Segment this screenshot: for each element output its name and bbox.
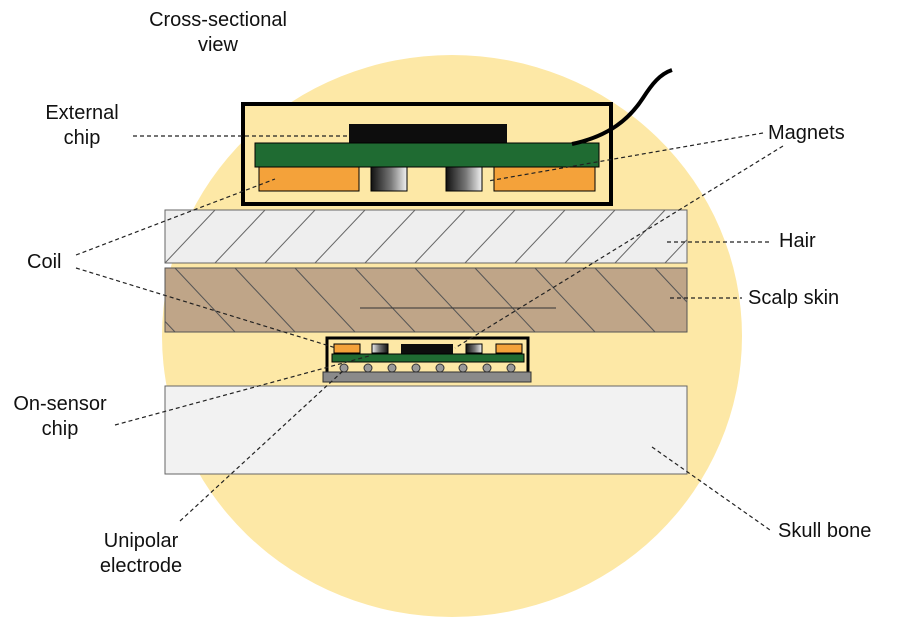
skull-bone-layer <box>164 385 688 475</box>
external-magnet-left <box>370 166 408 192</box>
label-magnets: Magnets <box>768 122 845 144</box>
label-external-chip: External chip <box>30 101 134 151</box>
label-unipolar-electrode: Unipolar electrode <box>78 529 204 579</box>
electrode-contacts <box>339 363 516 373</box>
hair-layer <box>164 209 688 264</box>
leader-magnets-b <box>454 145 784 349</box>
title-line-1: Cross-sectional <box>149 9 287 31</box>
leader-coil-b <box>75 267 337 349</box>
external-pcb <box>254 142 600 168</box>
label-scalp-skin: Scalp skin <box>748 287 840 309</box>
leader-unipolar <box>179 369 345 522</box>
leader-on-sensor <box>114 355 370 426</box>
external-chip-assembly <box>241 68 673 206</box>
electrode-bar <box>322 371 532 383</box>
label-coil: Coil <box>27 251 62 273</box>
on-sensor-coil-right <box>495 343 523 354</box>
on-sensor-pcb <box>331 353 525 363</box>
external-chip <box>349 124 507 144</box>
label-hair: Hair <box>779 230 816 252</box>
external-chip-line-2: chip <box>63 127 101 149</box>
on-sensor-coil-left <box>333 343 361 354</box>
unipolar-line-2: electrode <box>99 555 183 577</box>
leader-lines <box>75 132 784 531</box>
on-sensor-chip-assembly <box>322 336 532 383</box>
on-sensor-chip <box>401 344 453 354</box>
on-sensor-line-1: On-sensor <box>13 393 107 415</box>
on-sensor-line-2: chip <box>41 418 79 440</box>
scalp-skin-layer <box>164 267 688 333</box>
label-skull-bone: Skull bone <box>778 520 872 542</box>
leader-coil-a <box>75 178 276 256</box>
external-cable <box>571 68 673 146</box>
leader-magnets-a <box>487 132 764 182</box>
label-on-sensor-chip: On-sensor chip <box>2 392 118 442</box>
on-sensor-magnet-left <box>371 343 389 354</box>
external-coil-left <box>258 166 360 192</box>
external-magnet-right <box>445 166 483 192</box>
on-sensor-magnet-right <box>465 343 483 354</box>
external-chip-line-1: External <box>45 102 119 124</box>
unipolar-line-1: Unipolar <box>103 530 179 552</box>
external-coil-right <box>493 166 596 192</box>
title-line-2: view <box>197 34 238 56</box>
diagram-title: Cross-sectional view <box>128 8 308 58</box>
leader-skull <box>651 446 771 531</box>
